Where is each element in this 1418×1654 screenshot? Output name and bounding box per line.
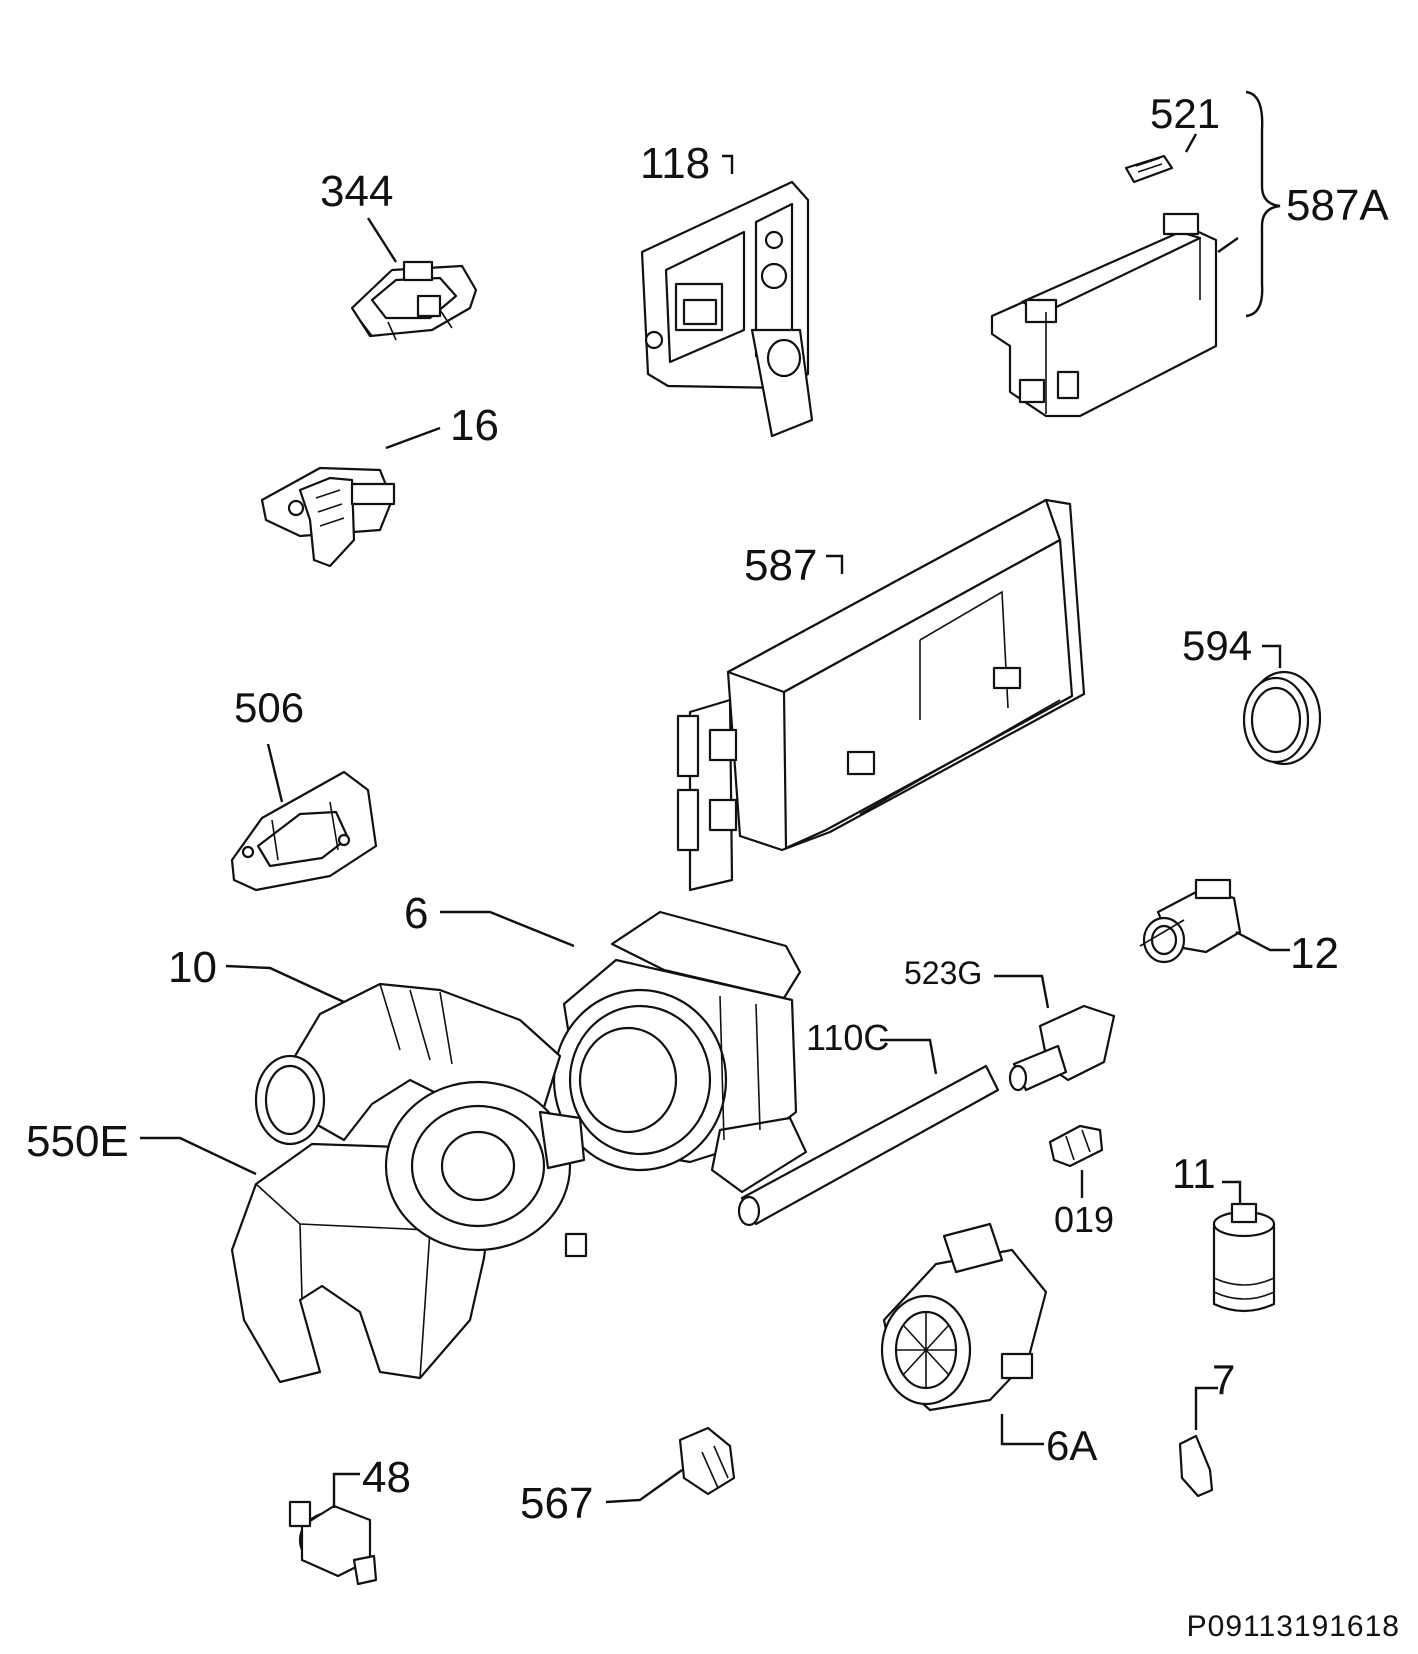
- label-523G: 523G: [904, 955, 982, 991]
- brace-587A: [1245, 90, 1281, 318]
- leader-6A: [1000, 1414, 1044, 1446]
- part-521-drawing: [1124, 154, 1174, 184]
- leader-587: [826, 554, 844, 574]
- label-594: 594: [1182, 622, 1252, 669]
- label-506: 506: [234, 684, 304, 731]
- leader-118: [722, 154, 734, 174]
- leader-6: [440, 910, 575, 948]
- leader-7: [1194, 1386, 1218, 1430]
- label-118: 118: [640, 139, 710, 188]
- part-344-drawing: [350, 260, 478, 341]
- leader-12: [1235, 930, 1290, 952]
- part-506-drawing: [230, 770, 378, 892]
- leader-110C: [880, 1038, 938, 1075]
- leader-521: [1184, 133, 1198, 153]
- leader-523G: [994, 974, 1050, 1009]
- part-6A-drawing: [880, 1222, 1048, 1412]
- label-12: 12: [1290, 929, 1339, 978]
- leader-550E: [140, 1136, 257, 1176]
- leader-587A-a: [1217, 237, 1239, 253]
- leader-10: [225, 964, 345, 1004]
- label-567: 567: [520, 1479, 593, 1528]
- leader-567: [605, 1469, 683, 1504]
- part-567-drawing: [678, 1426, 736, 1496]
- leader-48: [332, 1472, 360, 1508]
- part-587-drawing: [676, 498, 1086, 892]
- leader-16: [385, 426, 441, 450]
- part-594-drawing: [1242, 670, 1322, 766]
- part-6-drawing: [552, 910, 808, 1194]
- label-019: 019: [1054, 1199, 1114, 1240]
- label-587A: 587A: [1286, 181, 1389, 230]
- part-12-drawing: [1139, 878, 1242, 964]
- part-11-drawing: [1212, 1202, 1276, 1313]
- part-587A-drawing: [990, 212, 1218, 418]
- part-019-drawing: [1048, 1124, 1104, 1168]
- label-6A: 6A: [1046, 1422, 1097, 1469]
- label-550E: 550E: [26, 1117, 129, 1166]
- label-16: 16: [450, 401, 499, 450]
- part-523G-drawing: [1008, 1004, 1116, 1092]
- label-7: 7: [1212, 1356, 1235, 1403]
- label-110C: 110C: [806, 1017, 889, 1058]
- part-16-drawing: [260, 466, 396, 568]
- leader-506: [266, 743, 284, 803]
- part-118-drawing: [640, 180, 814, 438]
- label-587: 587: [744, 541, 817, 590]
- label-6: 6: [404, 889, 428, 938]
- reference-code: P09113191618: [1186, 1610, 1400, 1643]
- part-48-drawing: [288, 1500, 378, 1586]
- leader-344: [366, 217, 398, 263]
- leader-11: [1222, 1180, 1242, 1204]
- part-110C-drawing: [737, 1064, 1000, 1227]
- part-7-drawing: [1178, 1434, 1214, 1498]
- label-10: 10: [168, 943, 217, 992]
- part-550E-drawing: [230, 1080, 588, 1384]
- label-344: 344: [320, 167, 393, 216]
- leader-594: [1262, 644, 1282, 668]
- label-521: 521: [1150, 90, 1220, 137]
- label-11: 11: [1172, 1150, 1216, 1197]
- label-48: 48: [362, 1453, 411, 1502]
